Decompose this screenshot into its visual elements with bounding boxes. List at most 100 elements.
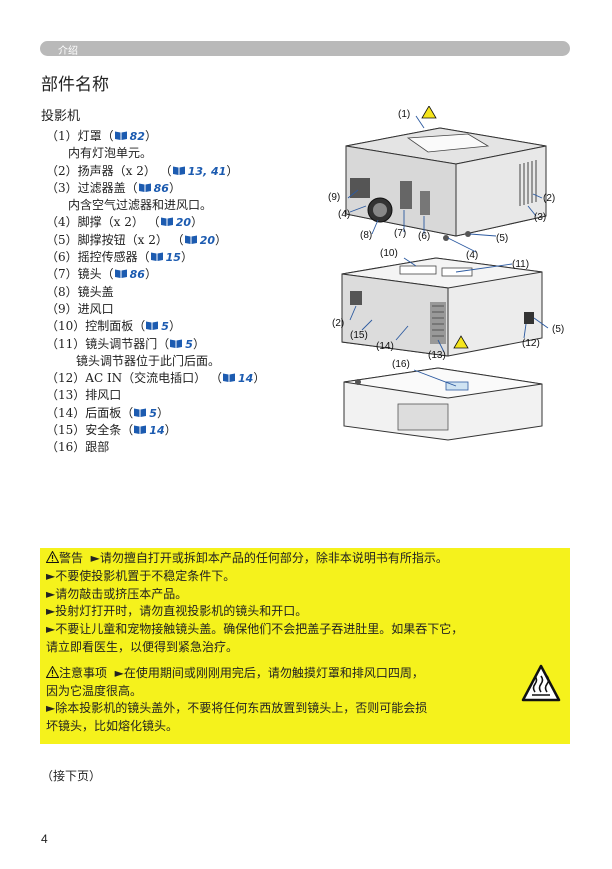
part-label: 控制面板（ (85, 319, 146, 334)
page-reference-number: 13, 41 (187, 164, 227, 178)
part-item: （16）跟部 (46, 439, 336, 456)
part-item: （10）控制面板（5） (46, 318, 336, 335)
part-label: 后面板（ (85, 405, 134, 420)
part-number: （6） (46, 250, 78, 265)
section-header-bar: 介绍 (40, 41, 570, 57)
callout-label: (11) (512, 259, 529, 270)
caution-line: 坏镜头，比如熔化镜头。 (46, 719, 179, 734)
continue-note: （接下页） (41, 769, 102, 783)
page-reference-link[interactable]: 82 (114, 128, 145, 145)
page-reference-link[interactable]: 5 (169, 336, 193, 353)
page-reference-link[interactable]: 20 (184, 232, 215, 249)
callout-label: (4) (338, 209, 350, 220)
parts-list: （1）灯罩（82）内有灯泡单元。（2）扬声器（x 2） （13, 41）（3）过… (46, 128, 336, 457)
part-number: （1） (46, 129, 78, 143)
part-label-tail: ） (144, 129, 157, 143)
part-item: （7）镜头（86） (46, 266, 336, 283)
part-label: 灯罩（ (77, 129, 114, 143)
part-label-tail: ） (156, 405, 169, 420)
callout-label: (2) (543, 193, 555, 204)
page-title: 部件名称 (41, 75, 109, 95)
callout-label: (4) (466, 250, 478, 261)
part-number: （11） (46, 336, 86, 351)
page-reference-link[interactable]: 86 (138, 180, 169, 197)
callout-label: (9) (328, 192, 340, 203)
book-reference-icon (138, 183, 151, 192)
part-item: （8）镜头盖 (46, 284, 336, 301)
caution-triangle-icon (46, 665, 59, 678)
callout-label: (16) (392, 359, 410, 370)
page-reference-number: 20 (199, 233, 215, 247)
callout-label: (8) (360, 230, 372, 241)
part-label: 安全条（ (85, 423, 134, 438)
warning-heading: 警告 (59, 551, 84, 565)
callout-label: (2) (332, 318, 344, 329)
caution-line: 因为它温度很高。 (46, 683, 143, 698)
callout-label: (3) (534, 212, 546, 223)
part-label: 镜头（ (77, 267, 114, 282)
warning-line: ►请勿敲击或挤压本产品。 (46, 586, 188, 601)
part-label: 镜头调节器门（ (85, 336, 170, 351)
part-number: （13） (46, 388, 86, 403)
part-item: （15）安全条（ 14） (46, 422, 336, 439)
part-label: 脚撑（x 2） （ (77, 215, 160, 230)
part-item: （14）后面板（5） (46, 405, 336, 422)
part-label-tail: ） (168, 319, 181, 334)
part-number: （16） (46, 440, 86, 455)
part-label: 排风口 (85, 388, 122, 403)
page-reference-link[interactable]: 13, 41 (172, 163, 227, 180)
page-reference-link[interactable]: 20 (160, 214, 191, 231)
callout-label: (5) (496, 233, 508, 244)
callout-label: (14) (376, 341, 394, 352)
hot-surface-icon (521, 664, 561, 702)
page-reference-link[interactable]: 5 (145, 318, 169, 335)
caution-line: ►除本投影机的镜头盖外，不要将任何东西放置到镜头上，否则可能会损 (46, 701, 428, 716)
callout-label: (10) (380, 248, 398, 259)
book-reference-icon (114, 269, 127, 279)
part-description: 内有灯泡单元。 (46, 145, 336, 162)
warning-line: ►不要让儿童和宠物接触镜头盖。确保他们不会把盖子吞进肚里。如果吞下它， (46, 622, 464, 637)
book-reference-icon (170, 339, 183, 348)
page-reference-link[interactable]: 15 (150, 249, 181, 266)
callout-label: (15) (350, 330, 368, 341)
warning-text: ►请勿擅自打开或拆卸本产品的任何部分，除非本说明书有所指示。 (90, 551, 448, 565)
part-description: 镜头调节器位于此门后面。 (46, 353, 336, 370)
part-label-tail: ） (164, 423, 177, 438)
caution-heading: 注意事项 (59, 665, 108, 680)
page-reference-number: 82 (129, 130, 145, 143)
page-reference-number: 14 (238, 372, 254, 386)
part-number: （15） (46, 423, 86, 438)
part-label-tail: ） (144, 267, 157, 282)
book-reference-icon (160, 217, 173, 227)
book-reference-icon (114, 131, 127, 140)
callout-label: (7) (394, 228, 406, 239)
page-reference-link[interactable]: 5 (133, 405, 157, 422)
page-reference-link[interactable]: 14 (133, 422, 165, 439)
book-reference-icon (184, 235, 197, 244)
part-item: （13）排风口 (46, 387, 336, 404)
part-label-tail: ） (226, 163, 239, 178)
callout-label: (12) (522, 338, 540, 349)
part-item: （3）过滤器盖（86） (46, 180, 336, 197)
warning-triangle-icon (46, 551, 59, 563)
part-item: （4）脚撑（x 2） （20） (46, 214, 336, 231)
book-reference-icon (150, 252, 163, 262)
caution-line: 注意事项 ►在使用期间或刚刚用完后，请勿触摸灯罩和排风口四周， (46, 665, 566, 683)
section-label: 投影机 (41, 109, 81, 124)
page-reference-link[interactable]: 14 (222, 370, 253, 387)
page-reference-number: 14 (149, 424, 165, 438)
part-item: （2）扬声器（x 2） （13, 41） (46, 163, 336, 180)
part-item: （12）AC IN（交流电插口） （14） (46, 370, 336, 387)
part-item: （9）进风口 (46, 301, 336, 318)
book-reference-icon (146, 321, 159, 331)
part-number: （12） (46, 371, 86, 386)
part-label: 过滤器盖（ (77, 180, 138, 195)
page-reference-link[interactable]: 86 (114, 266, 145, 283)
part-label: 镜头盖 (77, 284, 114, 299)
part-number: （4） (46, 215, 78, 230)
section-header-label: 介绍 (58, 46, 78, 57)
projector-rear-view (341, 257, 543, 357)
part-label: 进风口 (77, 301, 114, 316)
part-number: （14） (46, 405, 86, 420)
page-reference-number: 86 (153, 181, 169, 195)
